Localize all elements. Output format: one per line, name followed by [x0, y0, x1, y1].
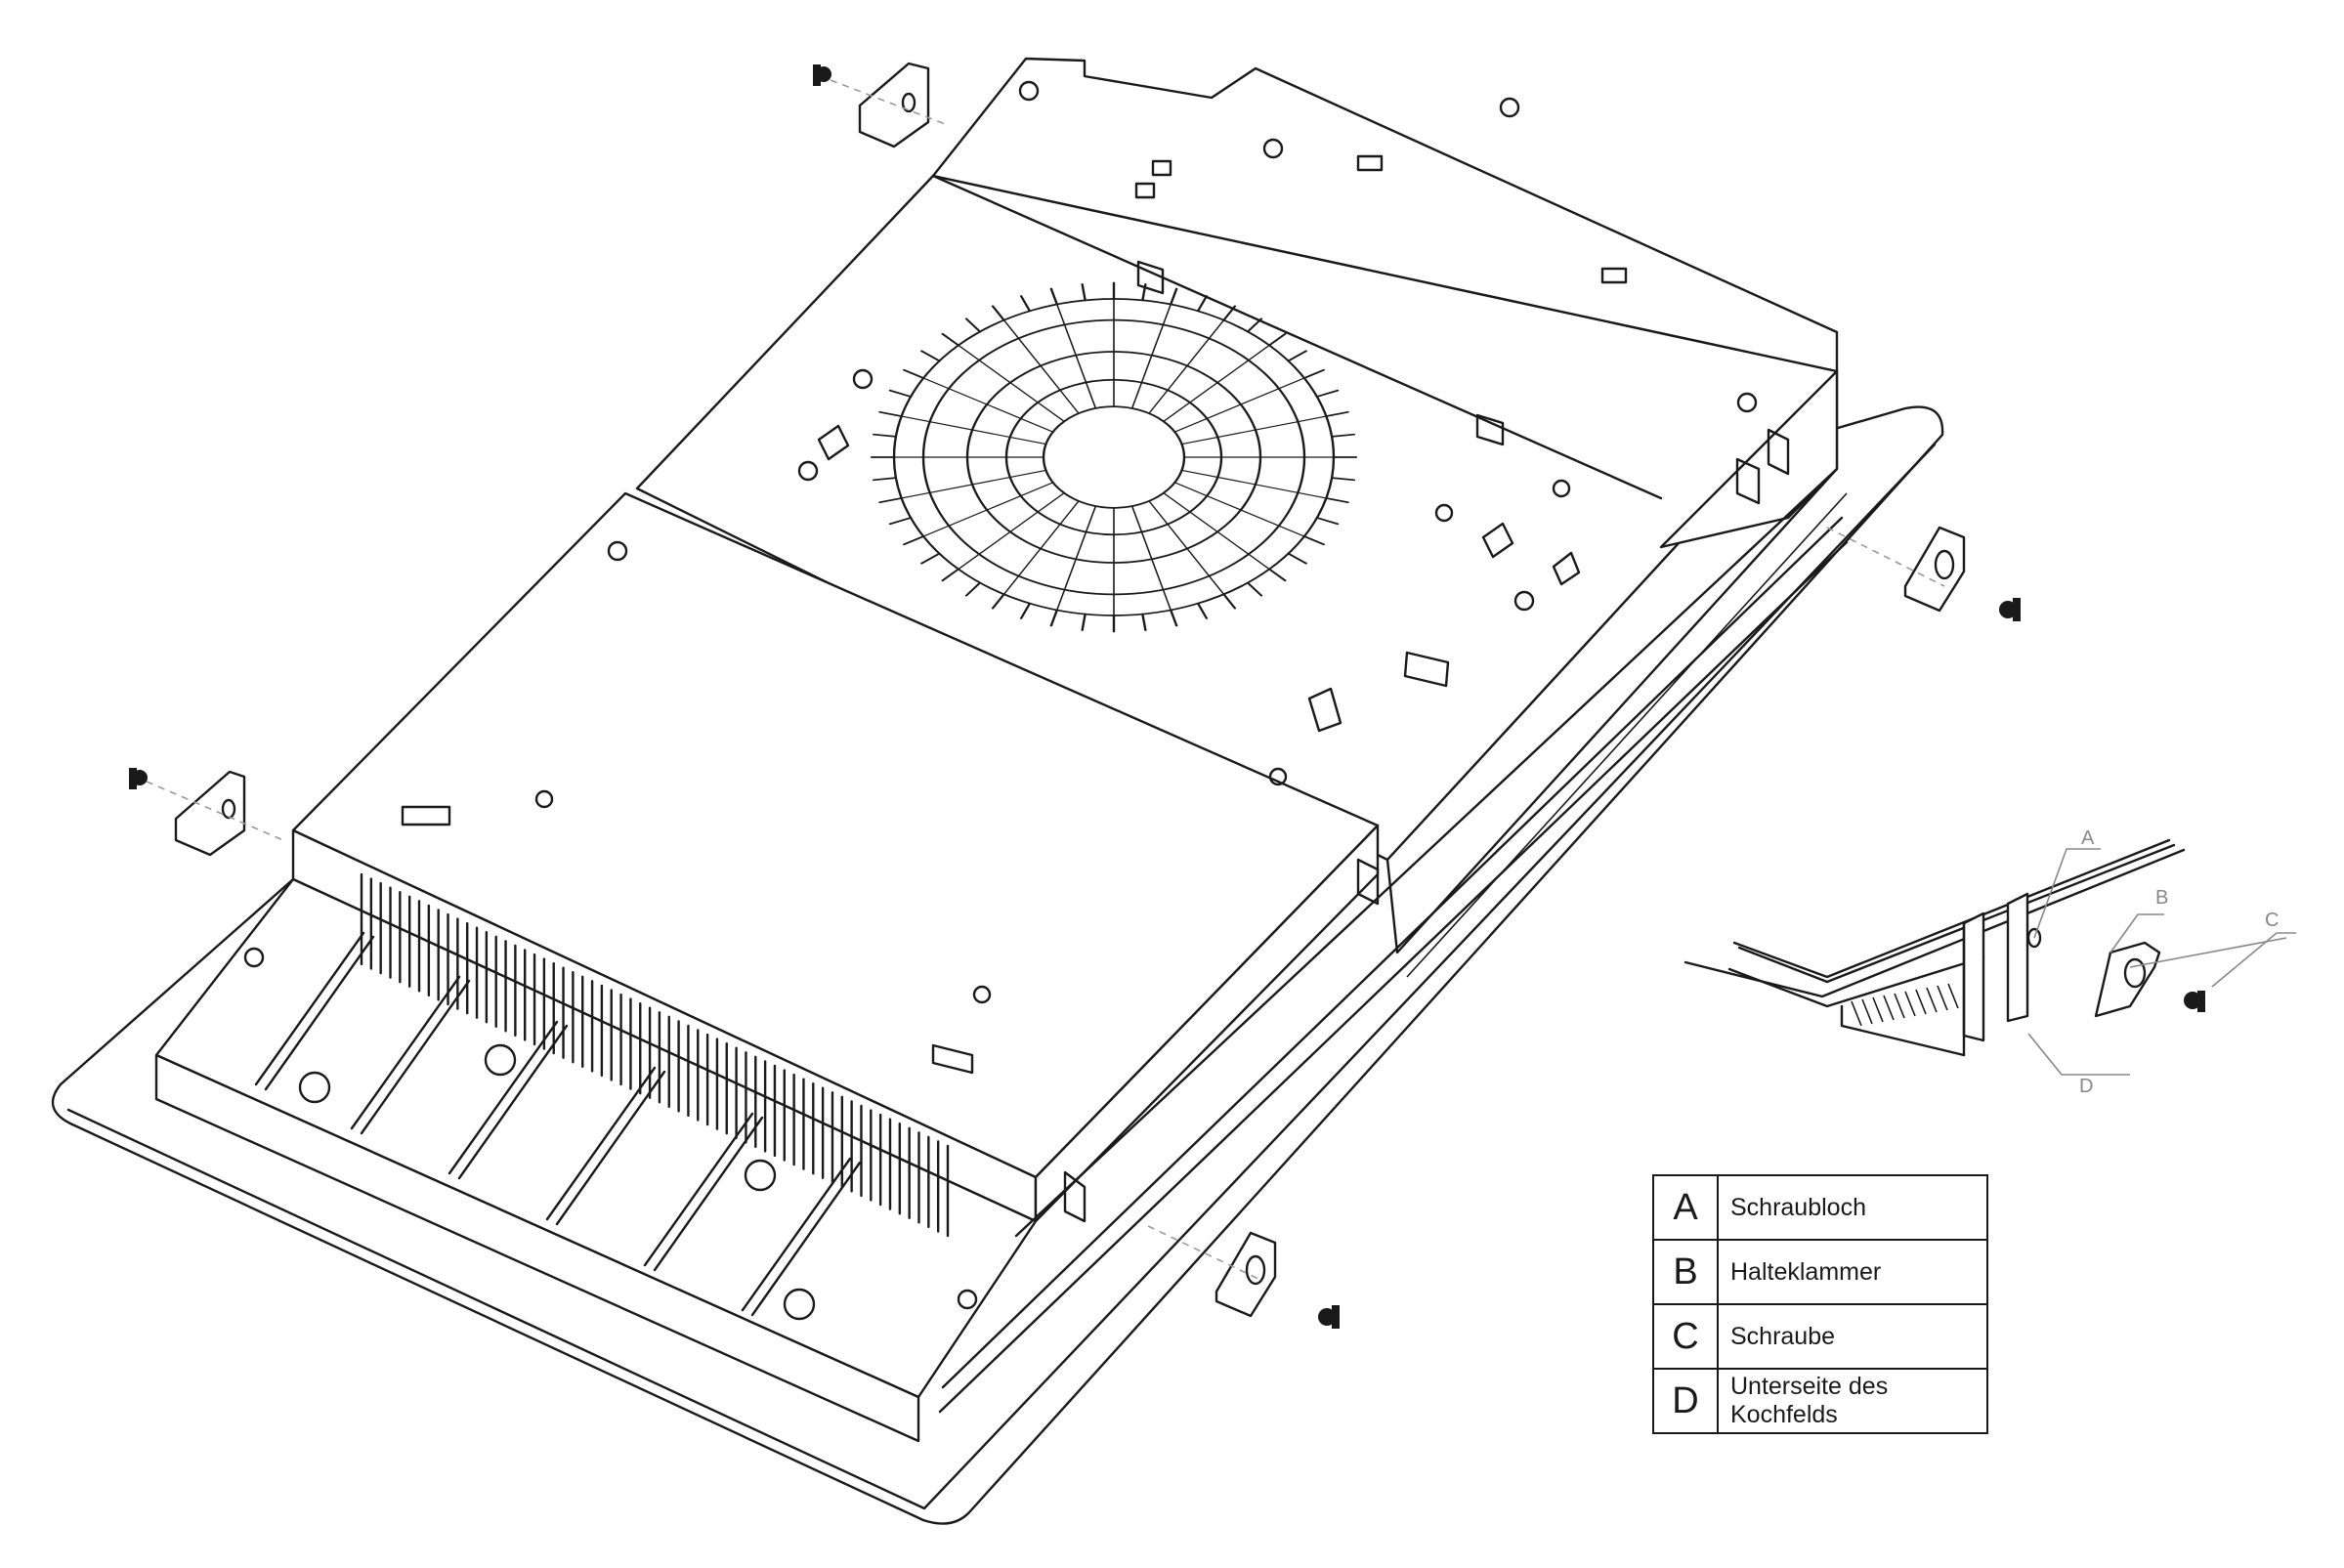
- legend-key: B: [1652, 1239, 1719, 1305]
- callout-b: B: [2155, 887, 2168, 909]
- callout-a: A: [2081, 827, 2095, 849]
- front-tray: [154, 877, 1038, 1443]
- legend-label: Halteklammer: [1717, 1239, 1988, 1305]
- fan-grille: [870, 281, 1358, 633]
- legend-label: Schraubloch: [1717, 1174, 1988, 1241]
- cooling-fins: [360, 872, 950, 1238]
- bracket-top-left: [813, 62, 949, 148]
- callout-d: D: [2079, 1076, 2093, 1097]
- legend-row: A Schraubloch: [1652, 1174, 1988, 1241]
- legend-key: D: [1652, 1368, 1719, 1434]
- fan-area-holes: [797, 368, 1581, 733]
- bracket-right: [1826, 526, 2021, 621]
- legend-label: Unterseite des Kochfelds: [1717, 1368, 1988, 1434]
- upper-block: [931, 57, 1839, 549]
- detail-view: A B C D: [1683, 827, 2296, 1097]
- legend-row: B Halteklammer: [1652, 1239, 1988, 1305]
- bracket-left: [129, 768, 284, 857]
- side-rail: [938, 428, 1849, 1414]
- legend-key: A: [1652, 1174, 1719, 1241]
- legend-key: C: [1652, 1303, 1719, 1370]
- legend-row: D Unterseite des Kochfelds: [1652, 1368, 1988, 1434]
- left-housing: [291, 491, 1380, 1223]
- legend-row: C Schraube: [1652, 1303, 1988, 1370]
- legend-label: Schraube: [1717, 1303, 1988, 1370]
- callout-c: C: [2265, 910, 2279, 931]
- legend-table: A Schraubloch B Halteklammer C Schraube …: [1652, 1174, 1988, 1434]
- bracket-bottom: [1147, 1225, 1340, 1329]
